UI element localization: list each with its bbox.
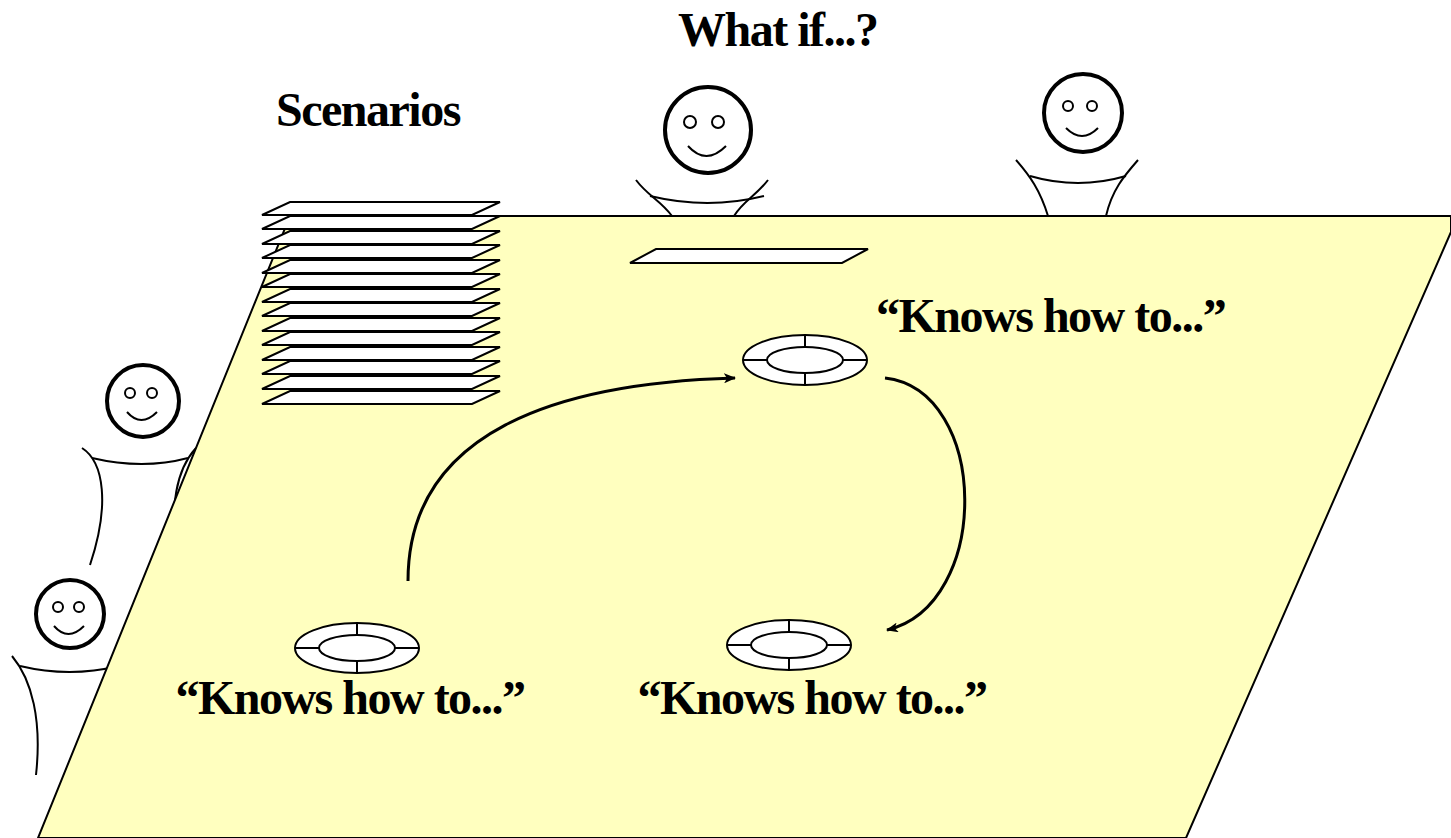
label-text: Scenarios bbox=[276, 82, 460, 137]
label-text: What if...? bbox=[678, 2, 878, 57]
ring-symbol bbox=[725, 618, 853, 672]
ring-symbol bbox=[741, 333, 869, 387]
node-label: “Knows how to...” bbox=[175, 670, 524, 725]
table-surface bbox=[38, 216, 1451, 838]
node-label: “Knows how to...” bbox=[637, 670, 986, 725]
ring-symbol bbox=[293, 621, 421, 675]
scenario-sheet bbox=[630, 249, 868, 263]
node-label: “Knows how to...” bbox=[876, 288, 1225, 343]
skill-node: “Knows how to...” bbox=[175, 621, 524, 725]
skill-node: “Knows how to...” bbox=[637, 618, 986, 725]
scenario-stack bbox=[262, 202, 500, 404]
flow-arrow bbox=[408, 378, 735, 581]
skill-node: “Knows how to...” bbox=[741, 288, 1225, 387]
flow-arrow bbox=[885, 378, 965, 630]
